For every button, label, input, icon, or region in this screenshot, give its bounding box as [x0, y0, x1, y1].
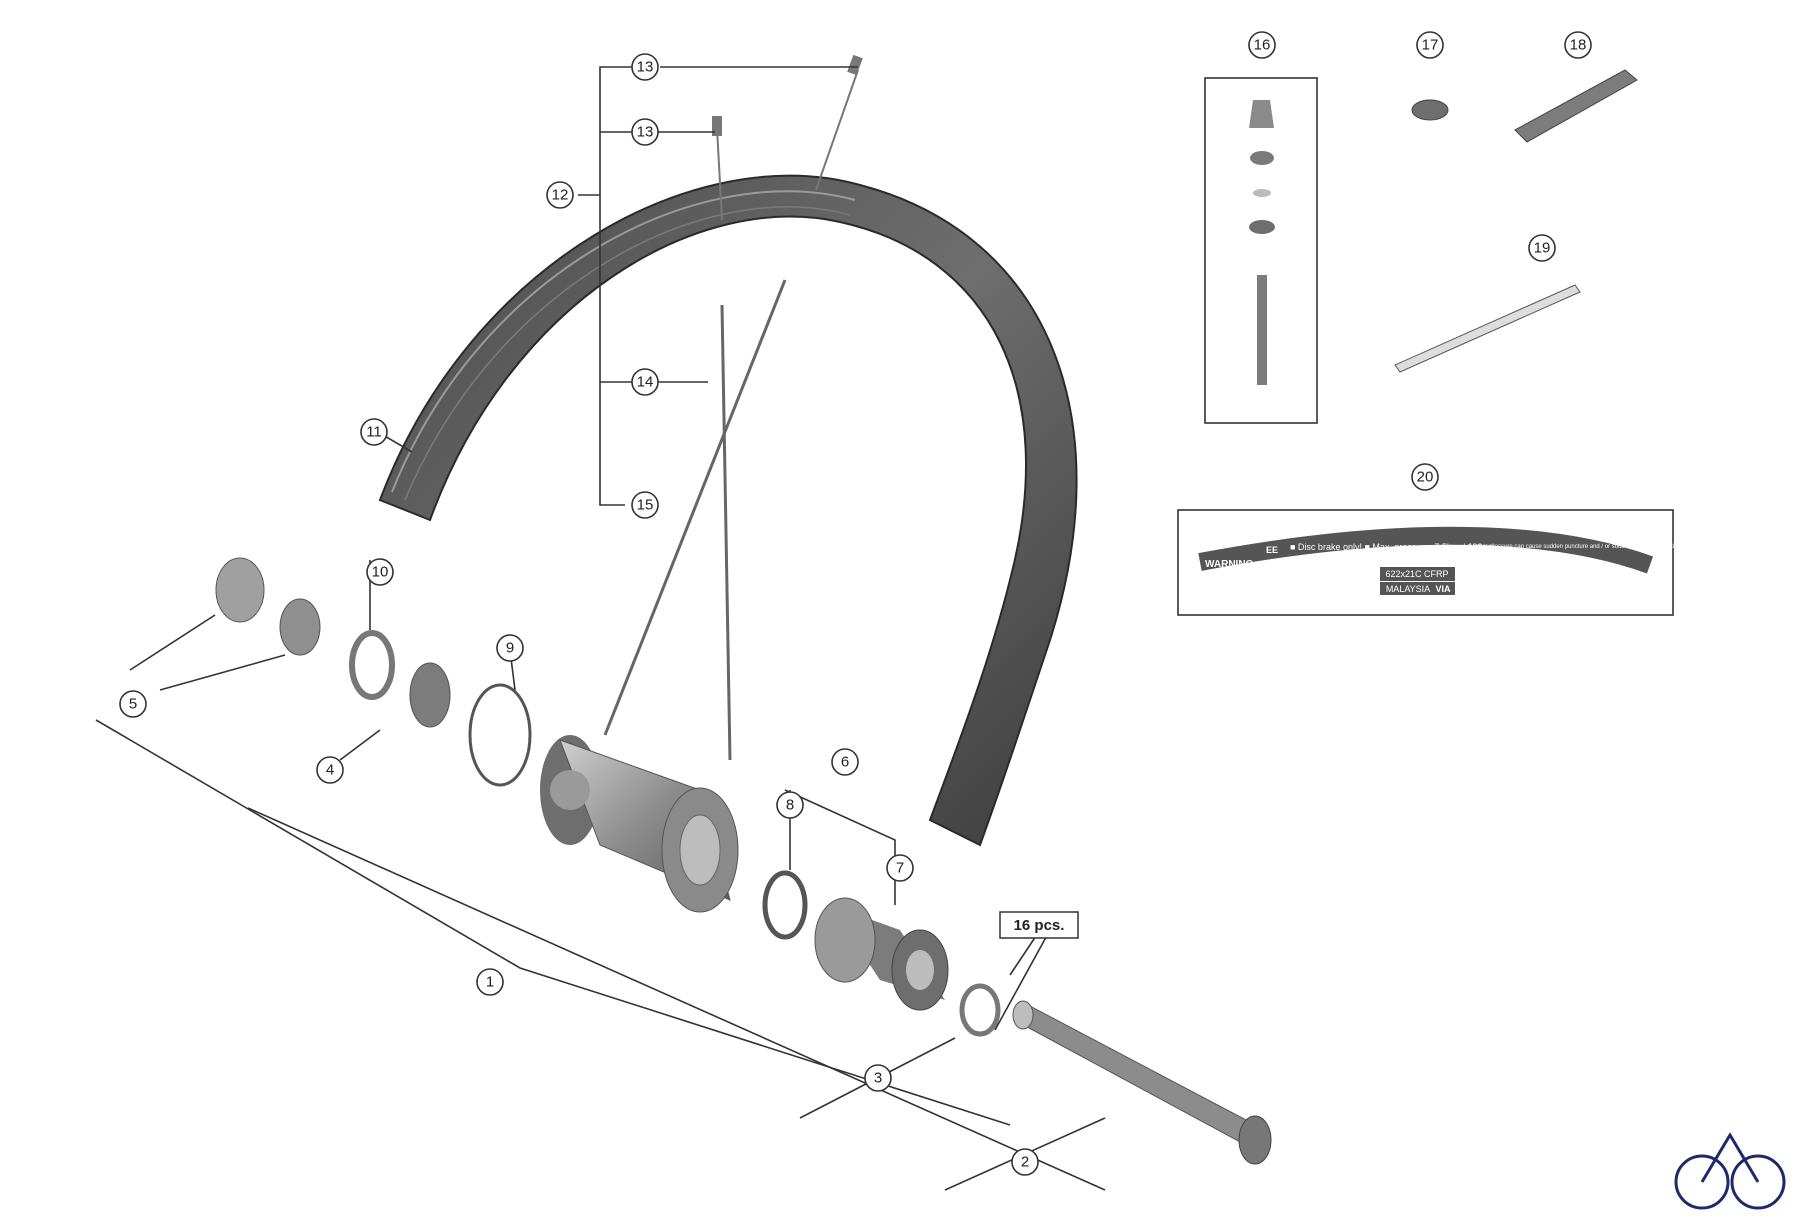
- svg-text:15: 15: [637, 497, 654, 514]
- callout-5: 5: [119, 690, 147, 718]
- svg-text:9: 9: [506, 640, 514, 657]
- svg-text:16: 16: [1254, 37, 1271, 54]
- callout-18: 18: [1564, 31, 1592, 59]
- sticker-line1: ■ Disc brake only! ■ Max. pressure: 7.5b…: [1290, 542, 1494, 552]
- callout-3: 3: [864, 1064, 892, 1092]
- svg-text:12: 12: [552, 187, 569, 204]
- callout-11: 11: [360, 418, 388, 446]
- callout-13a: 13: [631, 53, 659, 81]
- callout-19: 19: [1528, 234, 1556, 262]
- callout-6: 6: [831, 748, 859, 776]
- callout-16: 16: [1248, 31, 1276, 59]
- callout-17: 17: [1416, 31, 1444, 59]
- callout-10: 10: [366, 558, 394, 586]
- spoke-wrench: [1514, 69, 1638, 143]
- callout-20: 20: [1411, 463, 1439, 491]
- quantity-label: 16 pcs.: [999, 911, 1079, 939]
- callout-2: 2: [1011, 1148, 1039, 1176]
- callout-9: 9: [496, 634, 524, 662]
- sticker-size: 622x21C CFRP: [1385, 569, 1448, 579]
- freehub-body: [814, 897, 949, 1011]
- svg-text:11: 11: [366, 424, 382, 441]
- svg-text:14: 14: [637, 374, 654, 391]
- svg-text:2: 2: [1021, 1154, 1029, 1171]
- leader-lines: [95, 66, 1106, 1191]
- svg-text:16 pcs.: 16 pcs.: [1014, 917, 1065, 934]
- svg-text:3: 3: [874, 1070, 882, 1087]
- bicycle-icon: [1674, 1132, 1786, 1210]
- callout-8: 8: [776, 791, 804, 819]
- callout-12: 12: [546, 181, 574, 209]
- svg-text:4: 4: [326, 762, 334, 779]
- svg-text:17: 17: [1422, 37, 1439, 54]
- callout-1: 1: [476, 968, 504, 996]
- rim-sticker-box: WARNING EE ■ Disc brake only! ■ Max. pre…: [1177, 509, 1749, 616]
- callout-14: 14: [631, 368, 659, 396]
- callout-4: 4: [316, 756, 344, 784]
- spoke-nipple: [712, 116, 722, 136]
- spokes: [603, 54, 863, 761]
- svg-text:6: 6: [841, 754, 849, 771]
- svg-text:1: 1: [486, 974, 494, 991]
- rim-tape: [1394, 284, 1581, 373]
- axle: [1012, 1000, 1272, 1165]
- callouts: 1 2 3 4 5 6 7 8 9 10 11 12 13 13 14 15 1…: [119, 31, 1592, 1176]
- hub-shell: [540, 735, 739, 913]
- sticker-origin: MALAYSIA: [1386, 584, 1430, 594]
- sticker-line1-tail: Higher pressure can cause sudden punctur…: [1470, 544, 1749, 550]
- spoke-nipple: [847, 54, 863, 76]
- sticker-code: EE: [1266, 545, 1278, 555]
- svg-text:18: 18: [1570, 37, 1587, 54]
- sticker-origin-mark: VIA: [1435, 584, 1451, 594]
- svg-text:5: 5: [129, 696, 137, 713]
- svg-text:13: 13: [637, 124, 654, 141]
- svg-text:8: 8: [786, 797, 794, 814]
- svg-text:20: 20: [1417, 469, 1434, 486]
- rim: [378, 174, 1078, 847]
- svg-text:19: 19: [1534, 240, 1551, 257]
- svg-text:10: 10: [372, 564, 389, 581]
- sticker-warning: WARNING: [1205, 559, 1254, 570]
- callout-7: 7: [886, 854, 914, 882]
- hub-end-caps: [215, 557, 1001, 1037]
- svg-text:13: 13: [637, 59, 654, 76]
- callout-15: 15: [631, 491, 659, 519]
- spoke-wrench-key: [1411, 99, 1449, 121]
- svg-text:7: 7: [896, 860, 904, 877]
- valve-kit: [1204, 77, 1318, 424]
- callout-13b: 13: [631, 118, 659, 146]
